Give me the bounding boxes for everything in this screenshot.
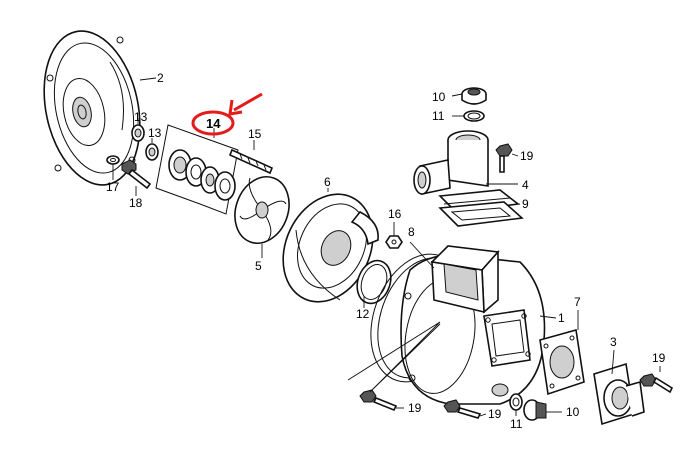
part-15-stud <box>228 148 274 175</box>
callout-18: 18 <box>129 196 143 210</box>
part-19-bolt-right <box>639 373 674 394</box>
part-19-bolt-lower-middle <box>443 399 482 419</box>
callout-8: 8 <box>408 225 415 239</box>
part-10-filler-cap-top <box>461 87 487 105</box>
callout-13-lower: 13 <box>148 126 162 140</box>
part-4-outlet-elbow <box>413 130 521 213</box>
part-5-impeller <box>234 176 290 244</box>
callout-19-lower-middle: 19 <box>488 407 502 421</box>
callout-6: 6 <box>324 175 331 189</box>
callout-15: 15 <box>248 127 262 141</box>
leader-lines <box>112 77 661 417</box>
callout-16: 16 <box>388 207 402 221</box>
part-11-ring-lower <box>509 393 523 411</box>
callout-19-upper: 19 <box>520 149 534 163</box>
part-19-bolt-lower-left <box>359 389 398 412</box>
part-6-volute-casing <box>282 193 379 303</box>
callout-10-lower: 10 <box>566 405 580 419</box>
callout-10-top: 10 <box>432 90 446 104</box>
part-16-nut <box>385 235 403 249</box>
part-14-seal-assembly <box>155 124 239 215</box>
part-9-gasket <box>438 201 524 227</box>
part-19-bolt-upper <box>495 143 513 173</box>
callout-11-lower: 11 <box>510 417 523 431</box>
highlight-marker <box>191 92 263 136</box>
part-1-pump-casing <box>400 245 546 405</box>
callout-14: 14 <box>206 116 221 131</box>
callout-13-upper: 13 <box>134 110 148 124</box>
part-2-cover-plate <box>43 30 141 186</box>
callout-17: 17 <box>106 180 120 194</box>
part-13-washer-lower <box>145 143 159 161</box>
highlight-arrowhead <box>228 99 243 116</box>
part-3-inlet-flange <box>593 362 645 426</box>
callout-19-lower-left: 19 <box>408 401 422 415</box>
part-12-o-ring <box>356 259 392 305</box>
callout-12: 12 <box>356 307 370 321</box>
callout-3: 3 <box>610 335 617 349</box>
callout-7: 7 <box>574 295 581 309</box>
part-10-drain-plug <box>523 399 547 421</box>
part-11-ring-top <box>463 110 485 122</box>
callout-1: 1 <box>558 311 565 325</box>
part-7-flange-gasket <box>539 328 585 396</box>
part-17-washer <box>106 155 120 165</box>
highlight-circle <box>191 110 235 136</box>
part-18-bolt <box>121 159 152 190</box>
callout-5: 5 <box>255 259 262 273</box>
callouts: 2 13 13 17 18 14 15 5 6 16 12 8 1 7 3 4 … <box>106 71 666 431</box>
callout-9: 9 <box>522 197 529 211</box>
callout-19-right: 19 <box>652 351 666 365</box>
callout-2: 2 <box>157 71 164 85</box>
callout-4: 4 <box>522 178 529 192</box>
highlight-arrow <box>233 92 263 112</box>
part-13-washer-upper <box>131 124 145 142</box>
callout-11-top: 11 <box>432 109 445 123</box>
